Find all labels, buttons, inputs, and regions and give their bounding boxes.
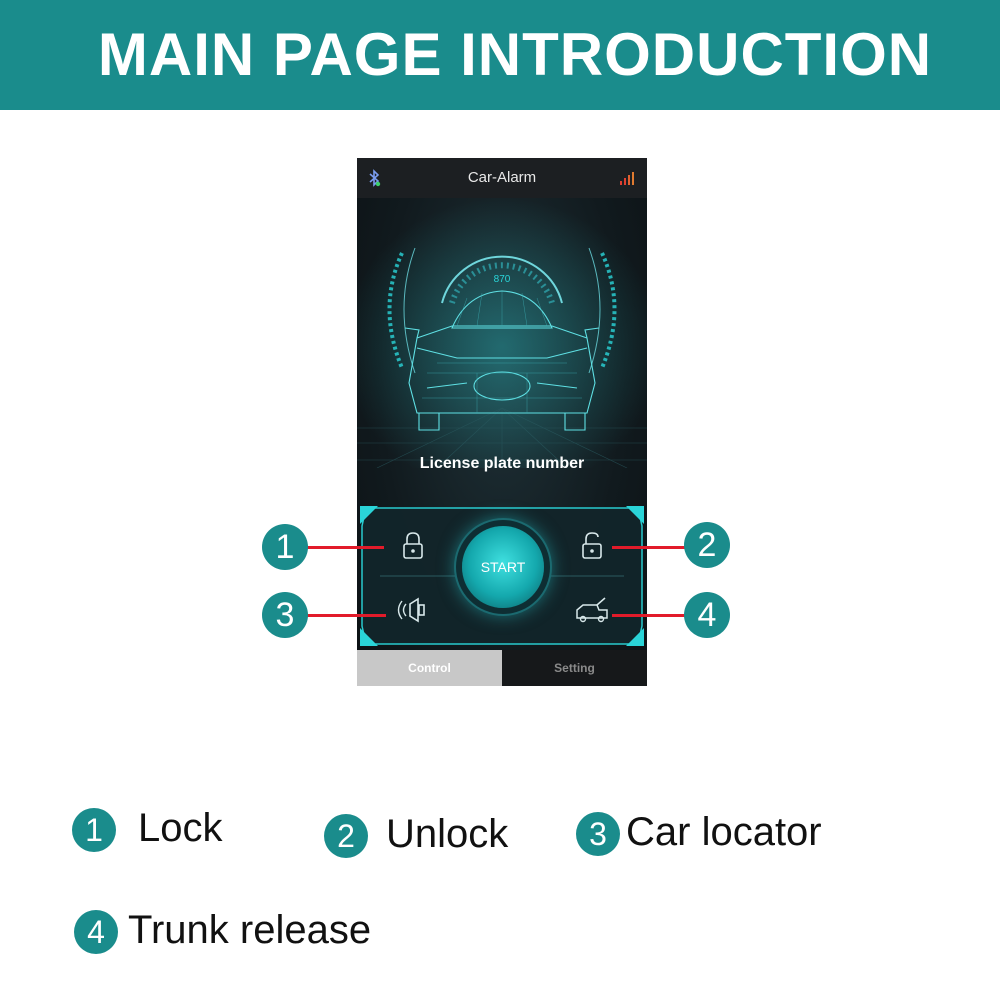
legend-number-4: 4 <box>74 910 118 954</box>
tab-setting[interactable]: Setting <box>502 650 647 686</box>
unlock-icon <box>582 532 602 559</box>
bottom-tabs: Control Setting <box>357 650 647 686</box>
start-button[interactable]: START <box>462 526 544 608</box>
callout-3: 3 <box>262 592 308 638</box>
tab-control[interactable]: Control <box>357 650 502 686</box>
car-locator-button[interactable] <box>388 590 438 630</box>
leader-line-3 <box>306 614 386 617</box>
trunk-release-button[interactable] <box>567 590 617 630</box>
header-banner: MAIN PAGE INTRODUCTION <box>0 0 1000 110</box>
legend-label-lock: Lock <box>138 806 223 850</box>
leader-line-4 <box>612 614 692 617</box>
callout-4: 4 <box>684 592 730 638</box>
app-title-bar: Car-Alarm <box>357 158 647 198</box>
app-title: Car-Alarm <box>467 169 537 186</box>
legend-label-car-locator: Car locator <box>626 810 822 854</box>
phone-screen: Car-Alarm <box>357 158 647 686</box>
lock-button[interactable] <box>388 526 438 566</box>
legend-number-1: 1 <box>72 808 116 852</box>
callout-1: 1 <box>262 524 308 570</box>
legend-label-trunk-release: Trunk release <box>128 908 372 952</box>
signal-icon <box>619 170 635 186</box>
legend-label-unlock: Unlock <box>386 812 509 856</box>
page-title: MAIN PAGE INTRODUCTION <box>97 21 933 88</box>
legend-number-3: 3 <box>576 812 620 856</box>
leader-line-1 <box>306 546 384 549</box>
leader-line-2 <box>612 546 692 549</box>
bluetooth-icon[interactable] <box>367 169 381 187</box>
unlock-button[interactable] <box>567 526 617 566</box>
svg-text:870: 870 <box>494 274 511 285</box>
license-plate-label[interactable]: License plate number <box>419 455 585 472</box>
car-illustration: 870 <box>357 198 647 469</box>
trunk-release-icon <box>576 597 608 623</box>
control-panel: START <box>360 506 644 646</box>
car-locator-icon <box>397 597 425 623</box>
lock-icon <box>403 532 423 559</box>
legend-number-2: 2 <box>324 814 368 858</box>
callout-2: 2 <box>684 522 730 568</box>
